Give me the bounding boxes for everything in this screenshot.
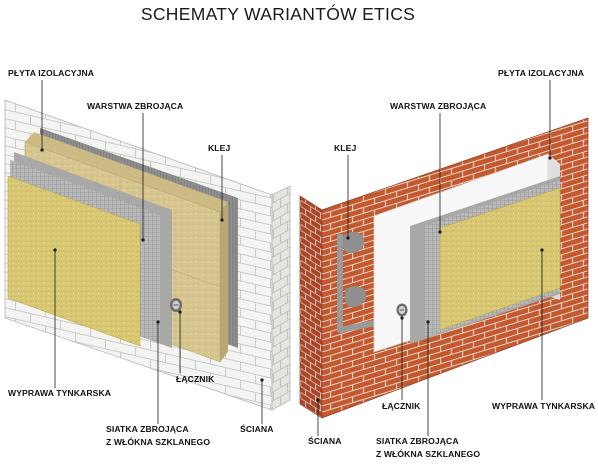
left-plaster-finish [7, 175, 141, 347]
right-anchor-icon [396, 303, 408, 317]
right-adhesive-dabs [337, 232, 381, 333]
right-wall-assembly [299, 117, 589, 419]
left-callouts: PŁYTA IZOLACYJNA WARSTWA ZBROJĄCA KLEJ W… [8, 68, 274, 447]
diagram-title: SCHEMATY WARIANTÓW ETICS [141, 3, 415, 24]
right-label-insulation: PŁYTA IZOLACYJNA [498, 68, 584, 78]
right-plaster-finish [439, 187, 561, 331]
left-anchor-icon [170, 298, 182, 312]
right-wall-edge [299, 195, 323, 419]
left-insulation-side [220, 202, 228, 362]
right-label-mesh-2: Z WŁÓKNA SZKLANEGO [376, 448, 480, 459]
left-label-insulation: PŁYTA IZOLACYJNA [8, 68, 94, 78]
right-label-anchor: ŁĄCZNIK [382, 401, 421, 411]
left-label-mesh-1: SIATKA ZBROJĄCA [106, 424, 189, 434]
left-label-mesh-2: Z WŁÓKNA SZKLANEGO [106, 436, 210, 447]
left-insulation-top [25, 132, 228, 212]
right-label-plaster: WYPRAWA TYNKARSKA [492, 401, 595, 411]
left-label-adhesive: KLEJ [208, 143, 230, 153]
right-callouts: PŁYTA IZOLACYJNA WARSTWA ZBROJĄCA KLEJ W… [308, 68, 595, 459]
right-label-wall: ŚCIANA [308, 435, 342, 446]
left-label-wall: ŚCIANA [240, 423, 274, 434]
left-label-plaster: WYPRAWA TYNKARSKA [8, 388, 111, 398]
left-wall-edge [271, 185, 291, 411]
left-wall-assembly [4, 99, 291, 411]
left-label-reinforcing: WARSTWA ZBROJĄCA [87, 101, 183, 111]
left-label-anchor: ŁĄCZNIK [176, 374, 215, 384]
right-label-mesh-1: SIATKA ZBROJĄCA [376, 436, 459, 446]
right-label-adhesive: KLEJ [334, 143, 356, 153]
right-label-reinforcing: WARSTWA ZBROJĄCA [390, 101, 486, 111]
